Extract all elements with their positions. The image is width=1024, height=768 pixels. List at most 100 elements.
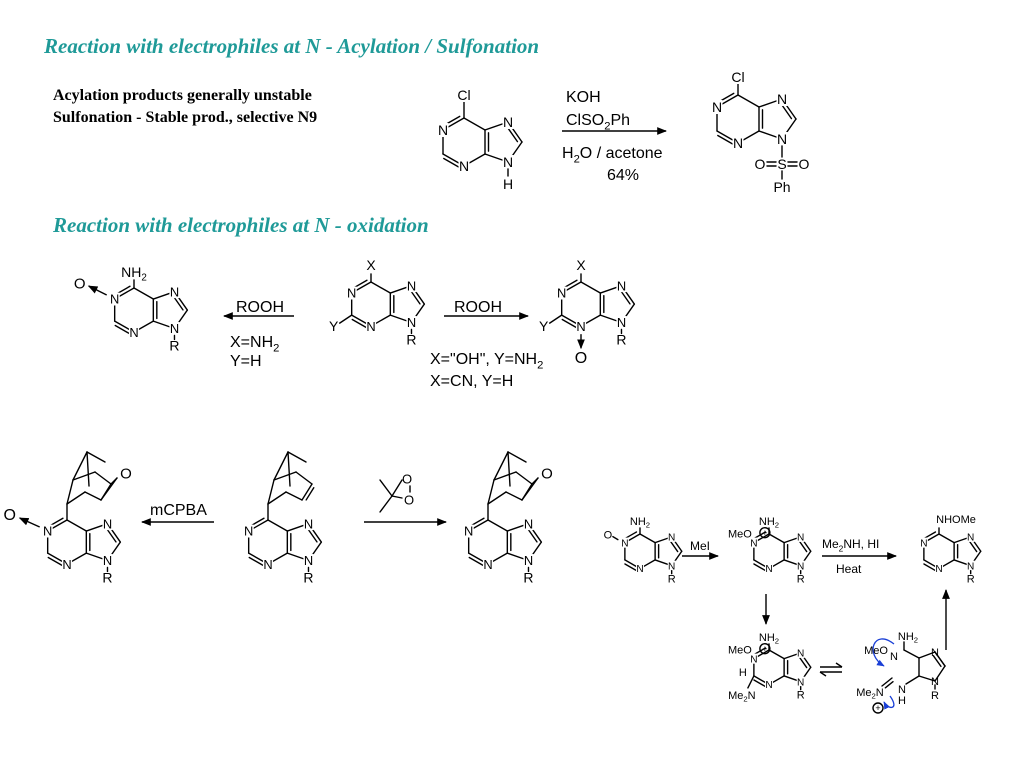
purine-epoxide-bond (487, 519, 509, 532)
cage-alkene (295, 471, 313, 485)
atom-me2n: Me2N (728, 690, 756, 704)
label-backdrop (616, 316, 627, 329)
atom-n9-open: N (931, 676, 939, 688)
label-backdrop (456, 88, 472, 102)
purine-dihydro-adduct-n9: N (797, 677, 804, 688)
atom-r-adduct: R (797, 690, 805, 702)
double-bond-inner (105, 527, 117, 543)
cage-epoxide-right-epoxide-o: O (541, 465, 553, 482)
arrow-layer (18, 127, 950, 710)
purine-n3-oxide-n9: N (617, 315, 626, 330)
double-bond-inner (932, 655, 942, 668)
heading-oxidation: Reaction with electrophiles at N - oxida… (53, 213, 429, 237)
atom-n-open: N (890, 651, 898, 663)
atom-o-n3: O (575, 350, 587, 367)
label-backdrop (556, 286, 567, 300)
purine-adenine-n1-oxide-n7: N (668, 533, 675, 544)
label-backdrop (776, 132, 788, 146)
cage-epoxide-left-epoxide-o: O (120, 465, 132, 482)
atom-o-left: O (755, 156, 766, 172)
equilibrium-forward-barb (835, 662, 843, 668)
atom-r-product: R (616, 332, 626, 348)
purine-methoxy-cation-n9: N (797, 561, 804, 572)
purine-xy-start-n7: N (407, 278, 416, 293)
condition-cn-h: X=CN, Y=H (430, 373, 513, 390)
atom-nh2: NH2 (121, 264, 147, 284)
cage-epoxide-right (507, 451, 527, 463)
atom-nh2-cation: NH2 (759, 516, 779, 530)
atom-r-nhome: R (967, 574, 975, 586)
bond-open-nh (905, 675, 920, 685)
atom-n7-open: N (931, 647, 939, 659)
label-backdrop (765, 679, 773, 690)
cage-epoxide-right (507, 451, 511, 487)
label-backdrop (776, 92, 788, 106)
molecule-layer (42, 70, 982, 714)
bond-ddo (391, 495, 403, 499)
purine-adenine-noxide-n3: N (129, 325, 138, 340)
bond-open (903, 649, 920, 659)
purine-chloro-n3: N (459, 158, 469, 174)
purine-nhome-n3: N (935, 564, 942, 575)
atom-me2n-open: Me2N (856, 687, 884, 701)
atom-nh2-open: NH2 (898, 631, 918, 645)
label-backdrop (61, 557, 73, 571)
atom-h-adduct: H (739, 667, 747, 679)
label-backdrop (102, 554, 113, 567)
label-backdrop (749, 653, 758, 664)
label-backdrop (935, 563, 943, 574)
label-backdrop (502, 115, 514, 129)
condition-y-h: Y=H (230, 353, 262, 370)
label-backdrop (262, 557, 274, 571)
double-bond-inner (624, 563, 638, 572)
cage-epoxide-right (521, 477, 539, 501)
label-backdrop (482, 557, 494, 571)
purine-n3-oxide-n3: N (576, 319, 585, 334)
double-bond-inner (753, 679, 767, 688)
purine-chloro-n1: N (438, 122, 448, 138)
double-bond-inner (968, 539, 978, 553)
double-bond-inner (923, 531, 937, 540)
double-bond-inner (669, 539, 679, 553)
label-backdrop (42, 524, 53, 538)
atom-nh2-small: NH2 (630, 516, 650, 530)
atom-y-product: Y (539, 318, 549, 334)
atom-ddo-o1: O (402, 472, 412, 487)
double-bond-inner (798, 655, 808, 669)
equilibrium-back-barb (819, 671, 827, 677)
reagent-me2nh-hi: Me2NH, HI (822, 537, 879, 553)
atom-meo: MeO (728, 529, 752, 541)
label-backdrop (109, 292, 120, 306)
atom-ddo-o2: O (404, 493, 414, 508)
label-backdrop (616, 279, 627, 293)
reagent-rooh-left: ROOH (236, 299, 284, 316)
label-backdrop (502, 155, 514, 169)
cage-epoxide-right (531, 477, 539, 485)
label-backdrop (458, 159, 470, 173)
label-backdrop (966, 560, 975, 571)
arrow-n-oxide-cage (18, 517, 40, 528)
charge-plus-circle (759, 642, 771, 655)
reagent-rooh-right: ROOH (454, 299, 502, 316)
purine-adenine-noxide-bond (133, 287, 155, 300)
arrow-n-oxide (87, 285, 107, 296)
label-backdrop (636, 563, 644, 574)
double-bond-inner (619, 289, 631, 305)
double-bond-inner (172, 295, 184, 311)
label-backdrop (463, 524, 474, 538)
purine-nhome-n7: N (967, 533, 974, 544)
purine-noxide-norbornane-n9: N (103, 553, 112, 568)
purine-nhome-n1: N (920, 538, 927, 549)
double-bond-inner (306, 527, 318, 543)
label-backdrop (128, 325, 140, 339)
purine-adenine-n1-oxide-bond (639, 533, 656, 544)
cage-epoxide-right (487, 491, 507, 505)
label-backdrop (749, 537, 758, 548)
atom-nh2-adduct: NH2 (759, 632, 779, 646)
double-bond-inner (114, 324, 131, 335)
atom-r-small: R (668, 574, 676, 586)
note-acylation-unstable: Acylation products generally unstable (53, 87, 312, 104)
label-backdrop (303, 517, 314, 531)
double-bond-inner (248, 556, 265, 567)
bond-imidazole (934, 651, 946, 667)
